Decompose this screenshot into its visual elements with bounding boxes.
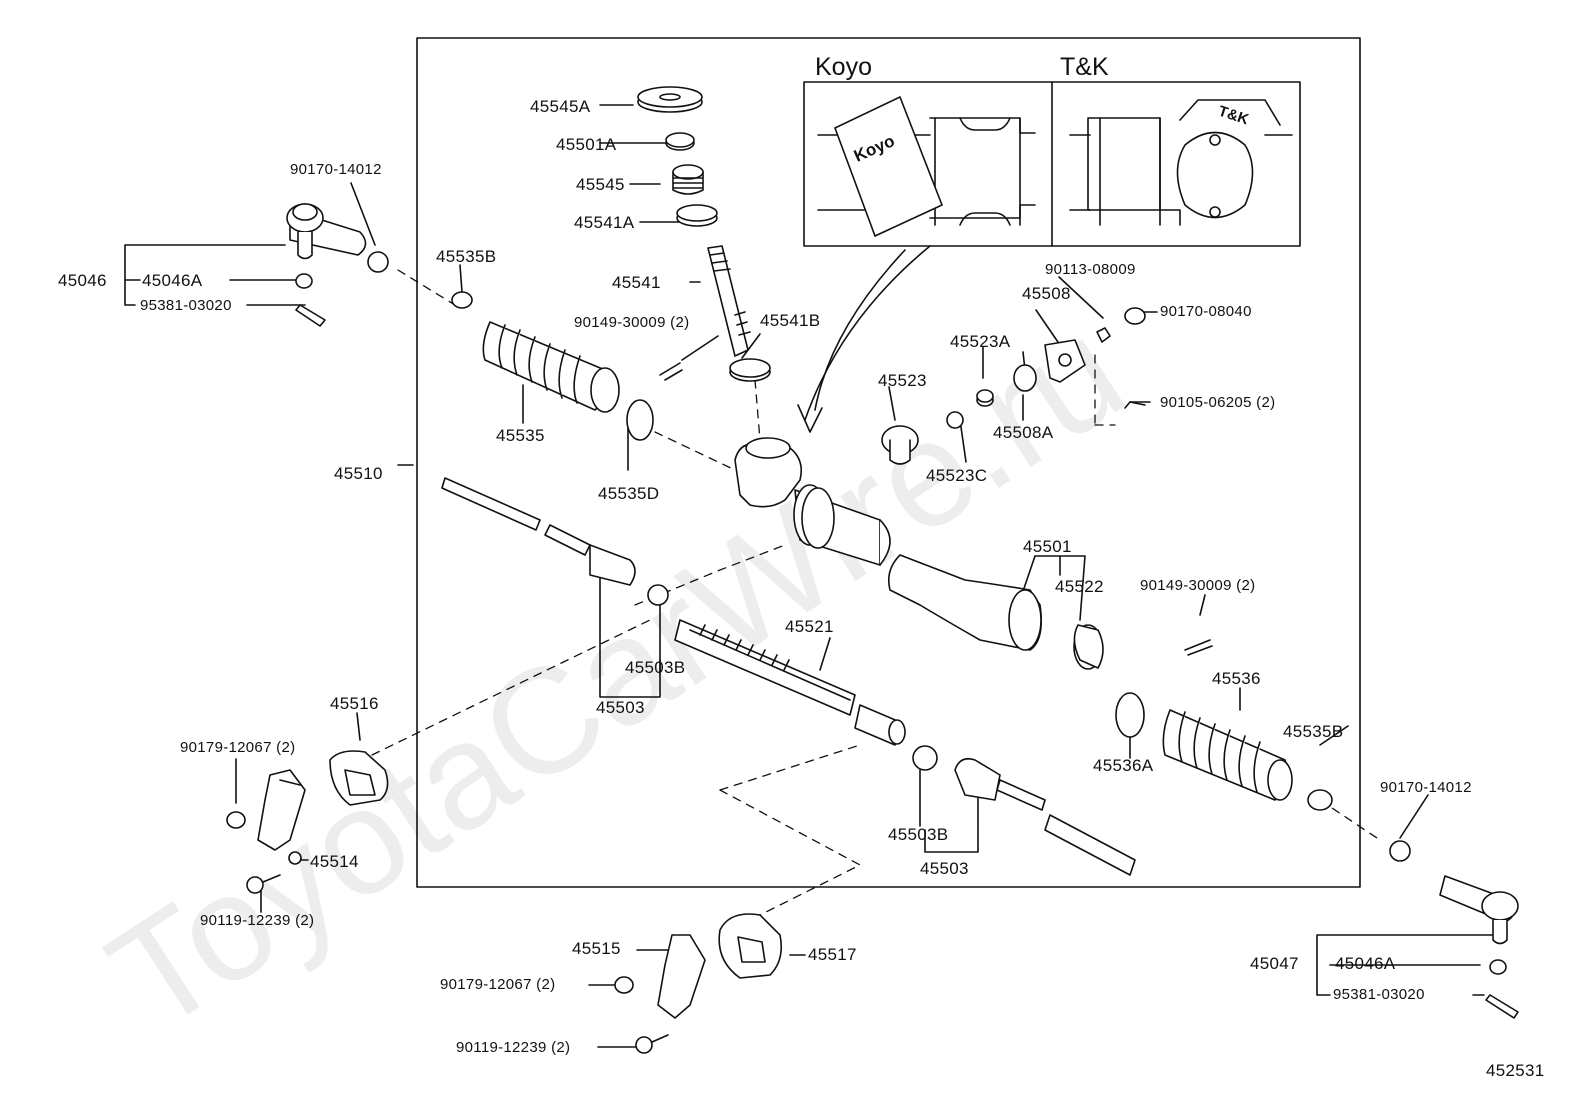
part-label: 90170-14012 xyxy=(290,161,382,178)
part-label: 45503B xyxy=(888,825,949,844)
part-label: 90179-12067 (2) xyxy=(440,976,556,993)
part-label: 45508 xyxy=(1022,284,1071,303)
part-label: 45503 xyxy=(596,698,645,717)
part-label: 90119-12239 (2) xyxy=(456,1039,571,1056)
part-label: 90149-30009 (2) xyxy=(1140,577,1256,594)
part-label: 45535B xyxy=(1283,722,1344,741)
part-label: 45046A xyxy=(142,271,203,290)
part-label: 45535D xyxy=(598,484,660,503)
part-label: 45047 xyxy=(1250,954,1299,973)
assembly-frame xyxy=(416,37,1361,888)
part-label: 45501A xyxy=(556,135,617,154)
dashed-guides xyxy=(371,269,1381,916)
part-label: 45545 xyxy=(576,175,625,194)
tie-rod-ends xyxy=(286,203,1519,1019)
part-label: 90170-14012 xyxy=(1380,779,1472,796)
part-label: 45503 xyxy=(920,859,969,878)
part-label: 45501 xyxy=(1023,537,1072,556)
part-label: 45523A xyxy=(950,332,1011,351)
part-label: 95381-03020 xyxy=(140,297,232,314)
part-label: 45510 xyxy=(334,464,383,483)
part-label: 45503B xyxy=(625,658,686,677)
part-label: 45523 xyxy=(878,371,927,390)
inset-header-tk: T&K xyxy=(1060,53,1109,81)
inset-header-koyo: Koyo xyxy=(815,53,872,81)
part-label: 45523C xyxy=(926,466,988,485)
inset-box xyxy=(797,81,1301,433)
part-label: 45536 xyxy=(1212,669,1261,688)
part-label: 45541 xyxy=(612,273,661,292)
part-label: 45515 xyxy=(572,939,621,958)
brackets xyxy=(226,750,783,1054)
part-label: 45046A xyxy=(1335,954,1396,973)
part-label: 90113-08009 xyxy=(1045,261,1136,278)
part-label: 45522 xyxy=(1055,577,1104,596)
part-label: 90119-12239 (2) xyxy=(200,912,315,929)
part-label: 45541B xyxy=(760,311,821,330)
rack-housing xyxy=(734,307,1146,670)
part-label: 45517 xyxy=(808,945,857,964)
figure-number: 452531 xyxy=(1486,1061,1545,1080)
part-label: 45535 xyxy=(496,426,545,445)
part-label: 90149-30009 (2) xyxy=(574,314,690,331)
right-boot xyxy=(1115,639,1333,811)
part-label: 90170-08040 xyxy=(1160,303,1252,320)
part-label: 45516 xyxy=(330,694,379,713)
part-label: 45514 xyxy=(310,852,359,871)
part-label: 45535B xyxy=(436,247,497,266)
rack xyxy=(674,619,906,746)
part-label: 95381-03020 xyxy=(1333,986,1425,1003)
tie-rods xyxy=(441,477,1136,876)
part-label: 45508A xyxy=(993,423,1054,442)
part-label: 45046 xyxy=(58,271,107,290)
part-label: 90105-06205 (2) xyxy=(1160,394,1276,411)
pinion-parts xyxy=(637,86,771,382)
part-label: 45536A xyxy=(1093,756,1154,775)
part-label: 45541A xyxy=(574,213,635,232)
left-boot xyxy=(451,291,683,441)
part-label: 45545A xyxy=(530,97,591,116)
part-label: 45521 xyxy=(785,617,834,636)
part-label: 90179-12067 (2) xyxy=(180,739,296,756)
